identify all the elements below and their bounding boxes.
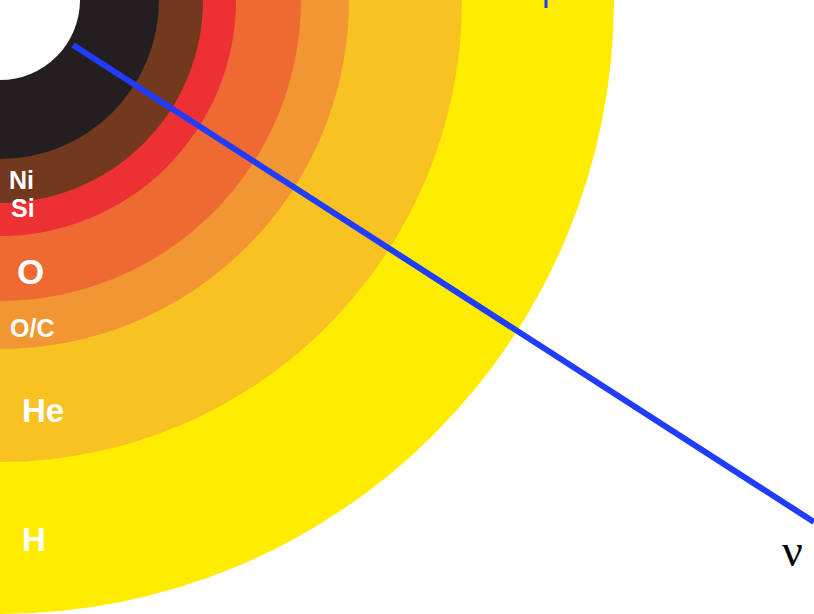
blue-mark xyxy=(545,0,548,8)
neutrino-path xyxy=(73,45,814,522)
oxygen-shell xyxy=(0,0,301,301)
shell-label: H xyxy=(22,523,46,556)
neutrino-symbol: ν xyxy=(782,528,803,574)
shell-label: He xyxy=(22,394,64,427)
silicon-shell xyxy=(0,0,236,236)
hydrogen-shell xyxy=(0,0,614,614)
helium-shell xyxy=(0,0,462,462)
shell-label: Ni xyxy=(9,168,34,193)
shell-label: O xyxy=(17,254,44,289)
shell-label: Si xyxy=(11,196,35,221)
nickel-shell xyxy=(0,0,203,203)
iron-core xyxy=(0,0,159,159)
shell-label: O/C xyxy=(10,316,54,341)
proto-neutron-star xyxy=(0,0,80,80)
oxygen-carbon-shell xyxy=(0,0,349,349)
